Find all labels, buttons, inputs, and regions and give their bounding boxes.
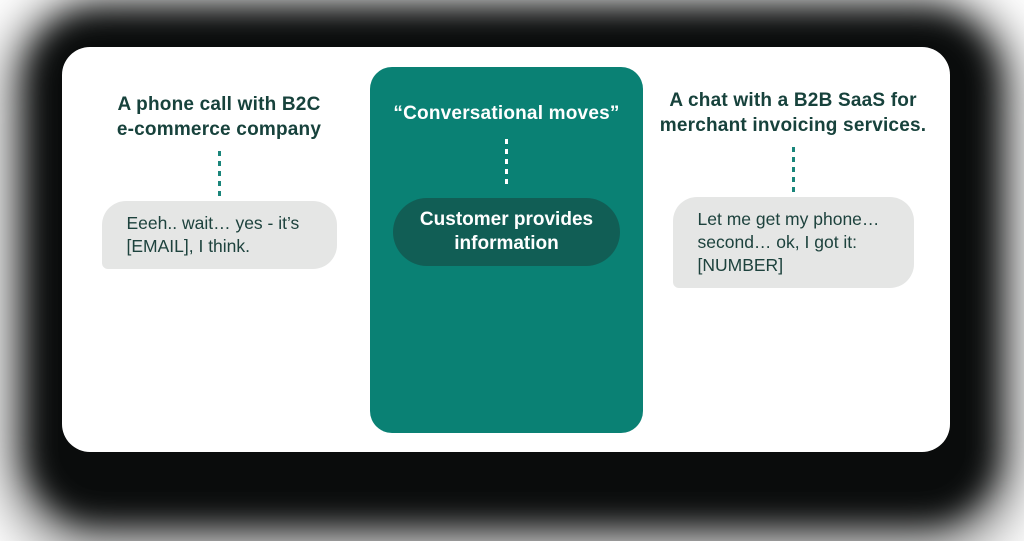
right-bubble-line: [NUMBER] [697,255,784,275]
right-speech-bubble: Let me get my phone… second… ok, I got i… [672,197,914,288]
right-heading-line: A chat with a B2B SaaS for [669,90,917,111]
moves-heading: “Conversational moves” [393,103,620,124]
pill-line: Customer provides [419,209,594,230]
conversational-moves-panel: “Conversational moves” Customer provides… [370,67,643,433]
center-connector-dotted-line [505,139,508,187]
left-heading-line: e-commerce company [116,119,322,140]
left-speech-bubble: Eeeh.. wait… yes - it’s [EMAIL], I think… [101,201,337,269]
left-heading-line: A phone call with B2C [117,94,321,115]
pill-line: information [454,233,559,254]
left-bubble-line: Eeeh.. wait… yes - it’s [126,213,300,233]
right-heading-line: merchant invoicing services. [659,115,927,136]
left-heading: A phone call with B2C e-commerce company [117,92,321,142]
right-column: A chat with a B2B SaaS for merchant invo… [657,88,929,288]
right-connector-dotted-line [791,147,795,195]
right-bubble-line: Let me get my phone… [697,209,880,229]
left-column: A phone call with B2C e-commerce company… [76,92,362,269]
customer-provides-information-pill: Customer provides information [393,198,620,266]
figure-card: A phone call with B2C e-commerce company… [62,47,950,452]
left-bubble-line: [EMAIL], I think. [126,236,251,256]
right-heading: A chat with a B2B SaaS for merchant invo… [660,88,926,138]
left-connector-dotted-line [217,151,221,199]
right-bubble-line: second… ok, I got it: [697,232,858,252]
